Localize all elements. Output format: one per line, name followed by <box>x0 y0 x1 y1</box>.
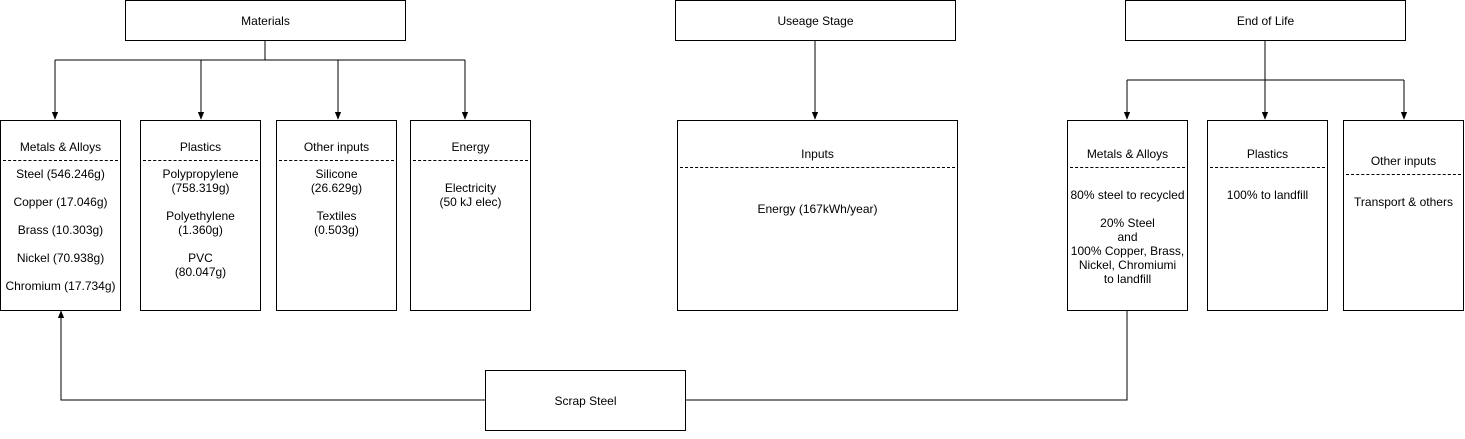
box-title: Other inputs <box>1370 154 1437 168</box>
list-item: Electricity <box>444 181 497 195</box>
end-of-life-stage-label: End of Life <box>1236 13 1295 28</box>
list-item <box>1070 202 1185 216</box>
dashed-divider <box>279 160 394 161</box>
usage-stage-label: Useage Stage <box>777 13 854 28</box>
box-title: Plastics <box>1246 147 1289 161</box>
list-item: Transport & others <box>1354 195 1453 209</box>
eol-metals-to-scrap <box>686 310 1128 401</box>
box-body: Steel (546.246g) Copper (17.046g) Brass … <box>3 167 118 293</box>
list-item: 100% Copper, Brass, <box>1070 244 1185 258</box>
usage-stage-box[interactable]: Useage Stage <box>675 0 956 41</box>
list-item: Nickel, Chromiumi <box>1078 258 1177 272</box>
box-body: Polypropylene (758.319g) Polyethylene (1… <box>143 167 258 279</box>
box-title: Other inputs <box>303 140 370 154</box>
list-item: PVC <box>188 251 213 265</box>
scrap-steel-box[interactable]: Scrap Steel <box>485 370 686 431</box>
box-title: Metals & Alloys <box>1086 147 1169 161</box>
list-item: (758.319g) <box>171 181 230 195</box>
box-body: 80% steel to recycled 20% Steel and 100%… <box>1070 188 1185 286</box>
list-item: Polypropylene <box>162 167 239 181</box>
list-item: (0.503g) <box>314 223 359 237</box>
end-of-life-stage-box[interactable]: End of Life <box>1125 0 1406 41</box>
list-item <box>3 181 118 195</box>
box-title: Energy <box>451 140 490 154</box>
list-item <box>279 195 394 209</box>
list-item <box>143 237 258 251</box>
box-body: Electricity (50 kJ elec) <box>413 181 528 209</box>
list-item: Silicone <box>315 167 358 181</box>
box-title: Inputs <box>801 147 834 161</box>
list-item: 100% to landfill <box>1226 188 1309 202</box>
materials-metals-alloys-box[interactable]: Metals & Alloys Steel (546.246g) Copper … <box>0 120 121 311</box>
list-item: Copper (17.046g) <box>13 195 108 209</box>
list-item: and <box>1117 230 1138 244</box>
list-item: (1.360g) <box>178 223 223 237</box>
list-item: Polyethylene <box>166 209 235 223</box>
scrap-to-metals-arrow <box>57 310 485 401</box>
box-body: Transport & others <box>1346 195 1461 209</box>
eol-other-inputs-box[interactable]: Other inputs Transport & others <box>1343 120 1464 311</box>
list-item: Chromium (17.734g) <box>5 279 116 293</box>
dashed-divider <box>1210 167 1325 168</box>
list-item: Brass (10.303g) <box>17 223 104 237</box>
list-item: Textiles <box>316 209 357 223</box>
materials-stage-box[interactable]: Materials <box>125 0 406 41</box>
list-item: 20% Steel <box>1100 216 1155 230</box>
usage-inputs-box[interactable]: Inputs Energy (167kWh/year) <box>677 120 958 311</box>
list-item: (50 kJ elec) <box>439 195 502 209</box>
box-body: Energy (167kWh/year) <box>680 202 955 216</box>
materials-energy-box[interactable]: Energy Electricity (50 kJ elec) <box>410 120 531 311</box>
list-item <box>3 265 118 279</box>
list-item: Energy (167kWh/year) <box>757 202 878 216</box>
dashed-divider <box>1070 167 1185 168</box>
eol-plastics-box[interactable]: Plastics 100% to landfill <box>1207 120 1328 311</box>
materials-plastics-box[interactable]: Plastics Polypropylene (758.319g) Polyet… <box>140 120 261 311</box>
materials-other-inputs-box[interactable]: Other inputs Silicone (26.629g) Textiles… <box>276 120 397 311</box>
eol-metals-alloys-box[interactable]: Metals & Alloys 80% steel to recycled 20… <box>1067 120 1188 311</box>
list-item: to landfill <box>1103 272 1152 286</box>
dashed-divider <box>680 167 955 168</box>
box-body: 100% to landfill <box>1210 188 1325 202</box>
list-item: 80% steel to recycled <box>1070 188 1185 202</box>
dashed-divider <box>3 160 118 161</box>
list-item <box>143 195 258 209</box>
list-item: (80.047g) <box>174 265 227 279</box>
dashed-divider <box>413 160 528 161</box>
materials-stage-label: Materials <box>241 13 290 28</box>
list-item: Steel (546.246g) <box>16 167 105 181</box>
list-item <box>3 237 118 251</box>
box-title: Plastics <box>179 140 222 154</box>
box-body: Silicone (26.629g) Textiles (0.503g) <box>279 167 394 237</box>
list-item: (26.629g) <box>310 181 363 195</box>
dashed-divider <box>143 160 258 161</box>
dashed-divider <box>1346 174 1461 175</box>
list-item <box>3 209 118 223</box>
box-title: Metals & Alloys <box>19 140 102 154</box>
scrap-steel-label: Scrap Steel <box>554 393 617 408</box>
list-item: Nickel (70.938g) <box>16 251 105 265</box>
